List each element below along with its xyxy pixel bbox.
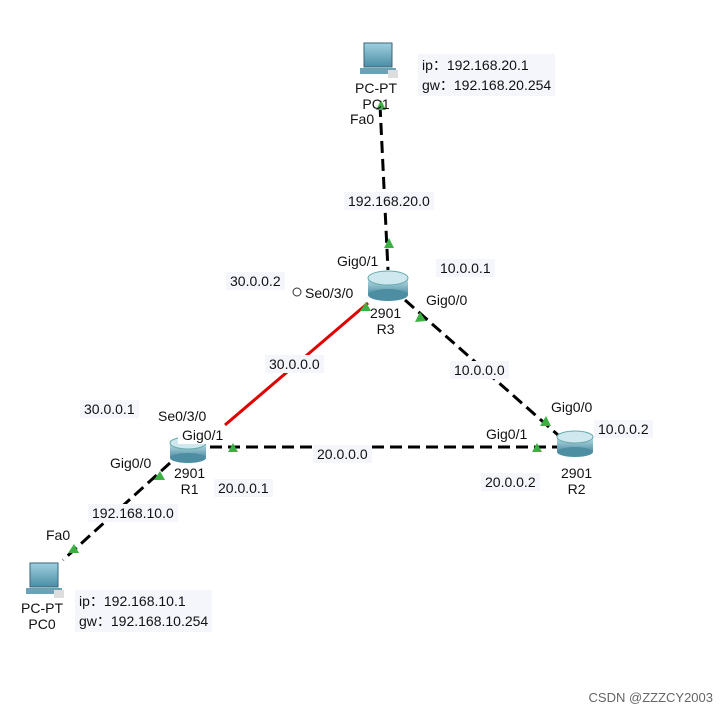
port-up-icon <box>360 302 371 311</box>
device-name: R3 <box>376 321 395 337</box>
device-name: PC0 <box>28 616 56 632</box>
port-label: Gig0/0 <box>110 455 152 471</box>
port-label: Gig0/1 <box>337 253 379 269</box>
address-label: 10.0.0.2 <box>594 420 653 438</box>
pc1-ip-note: ip：192.168.20.1 gw：192.168.20.254 <box>418 54 556 96</box>
pc0-ip-note: ip：192.168.10.1 gw：192.168.10.254 <box>75 590 213 632</box>
device-name: PC1 <box>362 96 390 112</box>
network-label: 10.0.0.0 <box>450 361 509 379</box>
device-model: 2901 <box>370 305 402 321</box>
gw-text: gw：192.168.20.254 <box>422 77 552 93</box>
device-model: 2901 <box>174 465 206 481</box>
gw-text: gw：192.168.10.254 <box>79 613 209 629</box>
port-up-icon <box>228 443 238 452</box>
link-pc1-r3[interactable] <box>378 104 390 271</box>
port-label: Gig0/1 <box>486 426 528 442</box>
network-label: 192.168.20.0 <box>344 192 434 210</box>
port-up-icon <box>384 238 394 248</box>
port-up-icon <box>68 544 79 553</box>
port-up-icon <box>154 471 165 480</box>
network-label: 192.168.10.0 <box>88 504 178 522</box>
device-name: R2 <box>567 481 586 497</box>
port-label: Fa0 <box>46 527 71 543</box>
link-r3-r2[interactable] <box>404 298 559 437</box>
port-label: Gig0/0 <box>426 292 468 308</box>
device-name: R1 <box>180 481 199 497</box>
port-label: Se0/3/0 <box>305 285 354 301</box>
port-label: Gig0/1 <box>178 426 228 444</box>
device-model: PC-PT <box>355 80 397 96</box>
network-label: 30.0.0.0 <box>265 355 324 373</box>
address-label: 20.0.0.2 <box>481 473 540 491</box>
ip-text: ip：192.168.20.1 <box>422 57 529 73</box>
device-model: PC-PT <box>21 600 63 616</box>
router-icon[interactable] <box>367 270 409 301</box>
port-up-icon <box>540 416 551 426</box>
network-label: 20.0.0.0 <box>313 445 372 463</box>
port-label: Fa0 <box>350 111 375 127</box>
clock-icon <box>292 287 302 297</box>
pc-icon[interactable] <box>360 42 398 78</box>
router-icon[interactable] <box>556 430 594 457</box>
port-label: Gig0/0 <box>551 399 593 415</box>
device-model: 2901 <box>561 465 593 481</box>
port-up-icon <box>532 443 542 452</box>
port-up-icon <box>376 100 386 110</box>
address-label: 10.0.0.1 <box>436 259 495 277</box>
watermark: CSDN @ZZZCY2003 <box>588 690 713 705</box>
address-label: 30.0.0.2 <box>226 272 285 290</box>
address-label: 30.0.0.1 <box>80 400 139 418</box>
address-label: 20.0.0.1 <box>214 479 273 497</box>
port-up-icon <box>415 312 426 322</box>
port-label: Se0/3/0 <box>158 408 207 424</box>
ip-text: ip：192.168.10.1 <box>79 593 186 609</box>
pc-icon[interactable] <box>26 562 64 598</box>
